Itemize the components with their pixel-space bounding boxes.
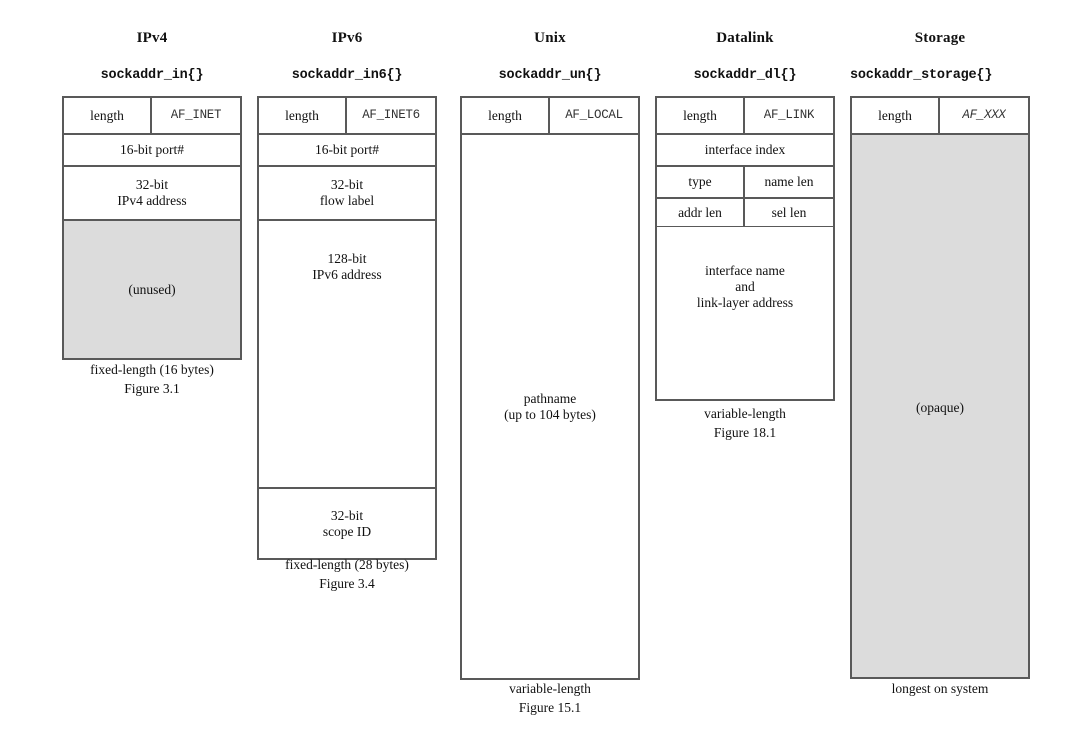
struct-name-datalink: sockaddr_dl{} [693,68,797,83]
struct-box-datalink: length AF_LINK interface index type name len… [655,96,835,401]
caption-storage: longest on system [840,680,1040,699]
struct-name-ipv6: sockaddr_in6{} [291,68,403,83]
struct-field-ipv4-1: 16-bit port# [64,135,240,167]
field-label: (unused) [128,281,176,297]
struct-box-unix: length AF_LOCAL pathname(up to 104 bytes) [460,96,640,680]
column-title-ipv6: IPv6 [331,30,363,46]
struct-field-storage-0: length AF_XXX [852,98,1028,135]
field-left-storage-0: length [852,98,940,133]
struct-box-storage: length AF_XXX (opaque) [850,96,1030,679]
field-label: pathname(up to 104 bytes) [504,391,596,422]
struct-field-datalink-2: type name len [657,167,833,199]
field-label: 16-bit port# [314,142,380,158]
struct-field-storage-1: (opaque) [852,135,1028,677]
field-label: 16-bit port# [119,142,185,158]
field-right-datalink-3: sel len [745,199,833,226]
field-right-label: name len [764,174,814,190]
field-left-label: length [683,107,717,123]
field-label: (opaque) [916,400,964,415]
struct-name-storage: sockaddr_storage{} [850,68,993,83]
column-title-storage: Storage [914,30,966,46]
caption-line: variable-length [704,406,786,421]
field-left-label: type [688,174,712,190]
struct-name-ipv4: sockaddr_in{} [100,68,204,83]
struct-field-ipv6-0: length AF_INET6 [259,98,435,135]
field-right-ipv6-0: AF_INET6 [347,98,435,133]
field-left-ipv6-0: length [259,98,347,133]
caption-line: fixed-length (16 bytes) [90,362,214,377]
field-left-datalink-2: type [657,167,745,197]
field-left-datalink-0: length [657,98,745,133]
field-right-storage-0: AF_XXX [940,98,1028,133]
struct-field-datalink-0: length AF_LINK [657,98,833,135]
struct-field-datalink-1: interface index [657,135,833,167]
struct-field-ipv4-0: length AF_INET [64,98,240,135]
field-left-label: length [878,107,912,123]
field-left-label: length [285,107,319,123]
caption-line: Figure 15.1 [518,699,582,715]
field-right-datalink-2: name len [745,167,833,197]
field-right-label: AF_XXX [962,108,1006,123]
field-left-label: addr len [678,204,722,220]
field-right-label: sel len [771,204,807,220]
caption-line: longest on system [891,681,989,696]
field-left-datalink-3: addr len [657,199,745,226]
field-right-datalink-0: AF_LINK [745,98,833,133]
field-left-label: length [90,107,124,123]
field-left-unix-0: length [462,98,550,133]
struct-field-unix-0: length AF_LOCAL [462,98,638,135]
caption-line: variable-length [509,681,591,696]
caption-line: Figure 3.1 [124,380,180,396]
caption-line: Figure 3.4 [319,575,375,591]
column-title-datalink: Datalink [716,30,774,46]
struct-field-unix-1: pathname(up to 104 bytes) [462,135,638,678]
field-right-label: AF_INET6 [362,108,420,123]
caption-line: fixed-length (28 bytes) [285,557,409,572]
caption-ipv6: fixed-length (28 bytes) Figure 3.4 [247,556,447,593]
field-left-ipv4-0: length [64,98,152,133]
field-label: interface index [704,142,786,158]
struct-name-unix: sockaddr_un{} [498,68,602,83]
caption-ipv4: fixed-length (16 bytes) Figure 3.1 [52,361,252,398]
caption-line: Figure 18.1 [713,424,777,440]
field-right-label: AF_LINK [763,108,815,123]
struct-field-ipv6-1: 16-bit port# [259,135,435,167]
column-title-ipv4: IPv4 [136,30,168,46]
field-right-label: AF_LOCAL [565,108,623,123]
struct-field-ipv4-3: (unused) [64,221,240,358]
column-title-unix: Unix [534,30,566,46]
field-left-label: length [488,107,522,123]
field-right-unix-0: AF_LOCAL [550,98,638,133]
field-right-label: AF_INET [170,108,222,123]
field-right-ipv4-0: AF_INET [152,98,240,133]
struct-field-datalink-3: addr len sel len [657,199,833,227]
